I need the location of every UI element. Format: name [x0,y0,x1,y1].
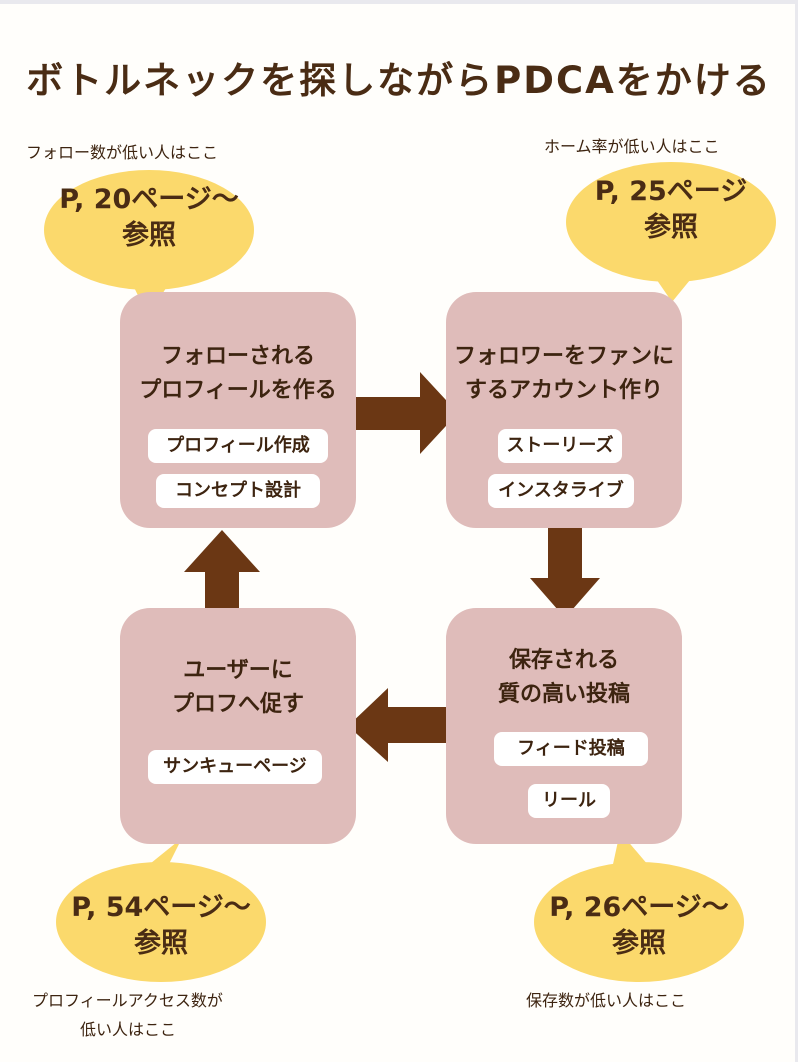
box-create-profile: フォローされる プロフィールを作る プロフィール作成 コンセプト設計 [120,292,356,528]
caption-bottom-right: 保存数が低い人はここ [526,991,687,1010]
caption-top-right: ホーム率が低い人はここ [544,137,720,156]
pill-feed-posts: フィード投稿 [494,732,648,766]
bubble-top-left [44,170,254,290]
box-quality-posts: 保存される 質の高い投稿 フィード投稿 リール [446,608,682,844]
bubble-bottom-left [56,862,266,982]
bubble-bottom-right-text: P, 26ページ～ 参照 [524,890,754,962]
box-prompt-profile-line1: ユーザーに [183,658,293,683]
box-quality-posts-line2: 質の高い投稿 [497,682,630,707]
page-edge [795,0,798,1062]
page-title: ボトルネックを探しながらPDCAをかける [26,59,772,102]
box-quality-posts-title: 保存される 質の高い投稿 [446,644,682,712]
box-prompt-profile-title: ユーザーに プロフへ促す [120,654,356,722]
pill-thank-you-page: サンキューページ [148,750,322,784]
bubble-top-right-line1: P, 25ページ [594,176,748,207]
bubble-top-left-text: P, 20ページ～ 参照 [34,182,264,254]
box-quality-posts-line1: 保存される [508,648,619,673]
arrow-up [184,530,260,625]
bubble-top-right-line2: 参照 [644,212,698,243]
bubble-tail-top-right [650,270,690,302]
pill-concept-design: コンセプト設計 [156,474,320,508]
caption-bottom-left-line1: プロフィールアクセス数が [32,991,223,1010]
bubble-top-right-text: P, 25ページ 参照 [556,174,786,246]
box-create-profile-line2: プロフィールを作る [139,378,337,403]
bubble-bottom-left-line1: P, 54ページ～ [71,892,251,923]
bubble-tail-bottom-left [130,838,182,880]
bubble-bottom-left-text: P, 54ページ～ 参照 [46,890,276,962]
caption-top-left: フォロー数が低い人はここ [26,143,219,162]
caption-bottom-left-line2: 低い人はここ [80,1020,177,1039]
bubble-bottom-right [534,862,744,982]
arrow-right [348,372,458,454]
bubble-bottom-right-line1: P, 26ページ～ [549,892,729,923]
bubble-top-left-line1: P, 20ページ～ [59,184,239,215]
bubble-top-left-line2: 参照 [122,220,176,251]
box-prompt-profile-line2: プロフへ促す [171,692,304,717]
pill-stories: ストーリーズ [498,429,622,463]
box-fan-account-title: フォロワーをファンに するアカウント作り [446,340,682,408]
box-create-profile-line1: フォローされる [160,344,315,369]
box-create-profile-title: フォローされる プロフィールを作る [120,340,356,408]
box-fan-account: フォロワーをファンに するアカウント作り ストーリーズ インスタライブ [446,292,682,528]
arrow-down [530,510,600,618]
pill-reels: リール [528,784,610,818]
pill-profile-creation: プロフィール作成 [148,429,328,463]
box-fan-account-line1: フォロワーをファンに [453,344,674,369]
box-fan-account-line2: するアカウント作り [464,378,663,403]
bubble-bottom-right-line2: 参照 [612,928,666,959]
bubble-bottom-left-line2: 参照 [134,928,188,959]
arrow-left [348,688,458,762]
bubble-top-right [566,162,776,282]
pill-insta-live: インスタライブ [488,474,634,508]
box-prompt-profile: ユーザーに プロフへ促す サンキューページ [120,608,356,844]
